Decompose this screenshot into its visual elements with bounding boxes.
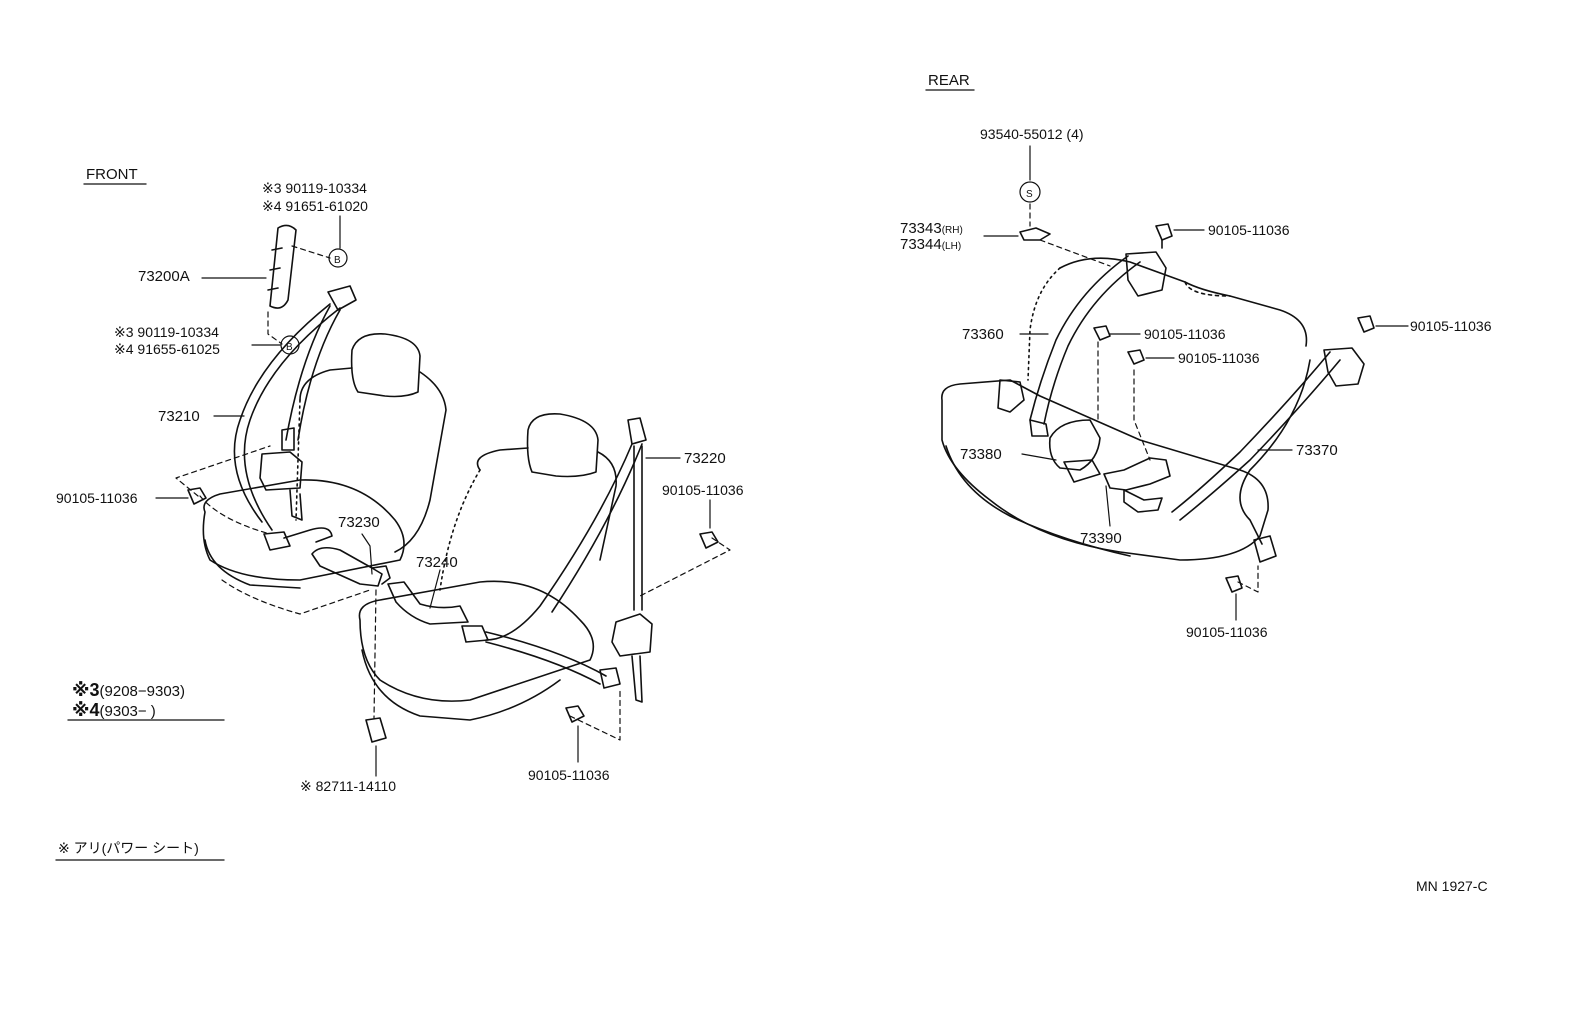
label-73220: 73220 [684,450,726,467]
front-fasteners [187,248,719,743]
label-b-top-3: ※3 90119-10334 [262,180,367,196]
legend-mark-4: ※4 [72,700,100,720]
front-heading: FRONT [86,166,138,183]
front-dashed-leaders [175,245,731,741]
rear-fasteners [1019,181,1375,593]
callout-b-bottom: B [286,342,293,353]
label-73344: 73344(LH) [900,236,961,255]
label-bolt-front-right-bottom: 90105-11036 [528,767,610,783]
legend-row-4: ※4(9303− ) [72,700,156,720]
label-lh: (LH) [941,241,962,252]
label-73360: 73360 [962,326,1004,343]
front-leader-lines [155,215,711,777]
label-clip: ※ 82711-14110 [300,778,397,794]
label-bolt-rear-bottom: 90105-11036 [1186,624,1268,640]
label-73240: 73240 [416,554,458,571]
legend-note: ※ アリ(パワー シート) [58,840,199,856]
rear-seat [941,257,1308,561]
rear-belts [997,251,1365,563]
rear-heading: REAR [928,72,970,89]
label-bolt-rear-mid1: 90105-11036 [1144,326,1226,342]
front-right-belt [387,417,653,703]
rear-leader-lines [983,145,1409,621]
label-73230: 73230 [338,514,380,531]
legend-range-3: (9208−9303) [99,683,186,700]
front-right-seat [358,413,617,721]
legend-mark-3: ※3 [72,680,100,700]
front-left-belt [233,285,357,551]
callout-s: S [1026,189,1033,200]
label-bolt-front-right-top: 90105-11036 [662,482,744,498]
front-left-seat [202,333,447,589]
label-b-bot-4: ※4 91655-61025 [114,341,220,357]
label-bolt-rear-right: 90105-11036 [1410,318,1492,334]
label-73200a: 73200A [138,268,190,285]
label-b-bot-3: ※3 90119-10334 [114,324,219,340]
label-bolt-rear-top: 90105-11036 [1208,222,1290,238]
front-left-buckle [311,546,391,587]
label-73343-number: 73343 [900,220,942,237]
label-73380: 73380 [960,446,1002,463]
legend-range-4: (9303− ) [99,703,156,720]
label-rh: (RH) [941,225,963,236]
label-73344-number: 73344 [900,236,942,253]
label-73390: 73390 [1080,530,1122,547]
label-73370: 73370 [1296,442,1338,459]
rear-dashed-leaders [1029,203,1259,593]
label-b-top-4: ※4 91651-61020 [262,198,368,214]
underlines [55,89,975,861]
legend-row-3: ※3(9208−9303) [72,680,186,700]
label-73343: 73343(RH) [900,220,963,239]
label-bolt-rear-mid2: 90105-11036 [1178,350,1260,366]
pillar-adjuster [267,224,297,309]
callout-b-top: B [334,255,341,266]
label-screw: 93540-55012 (4) [980,126,1084,142]
diagram-code: MN 1927-C [1416,878,1488,894]
label-bolt-front-left: 90105-11036 [56,490,138,506]
label-73210: 73210 [158,408,200,425]
